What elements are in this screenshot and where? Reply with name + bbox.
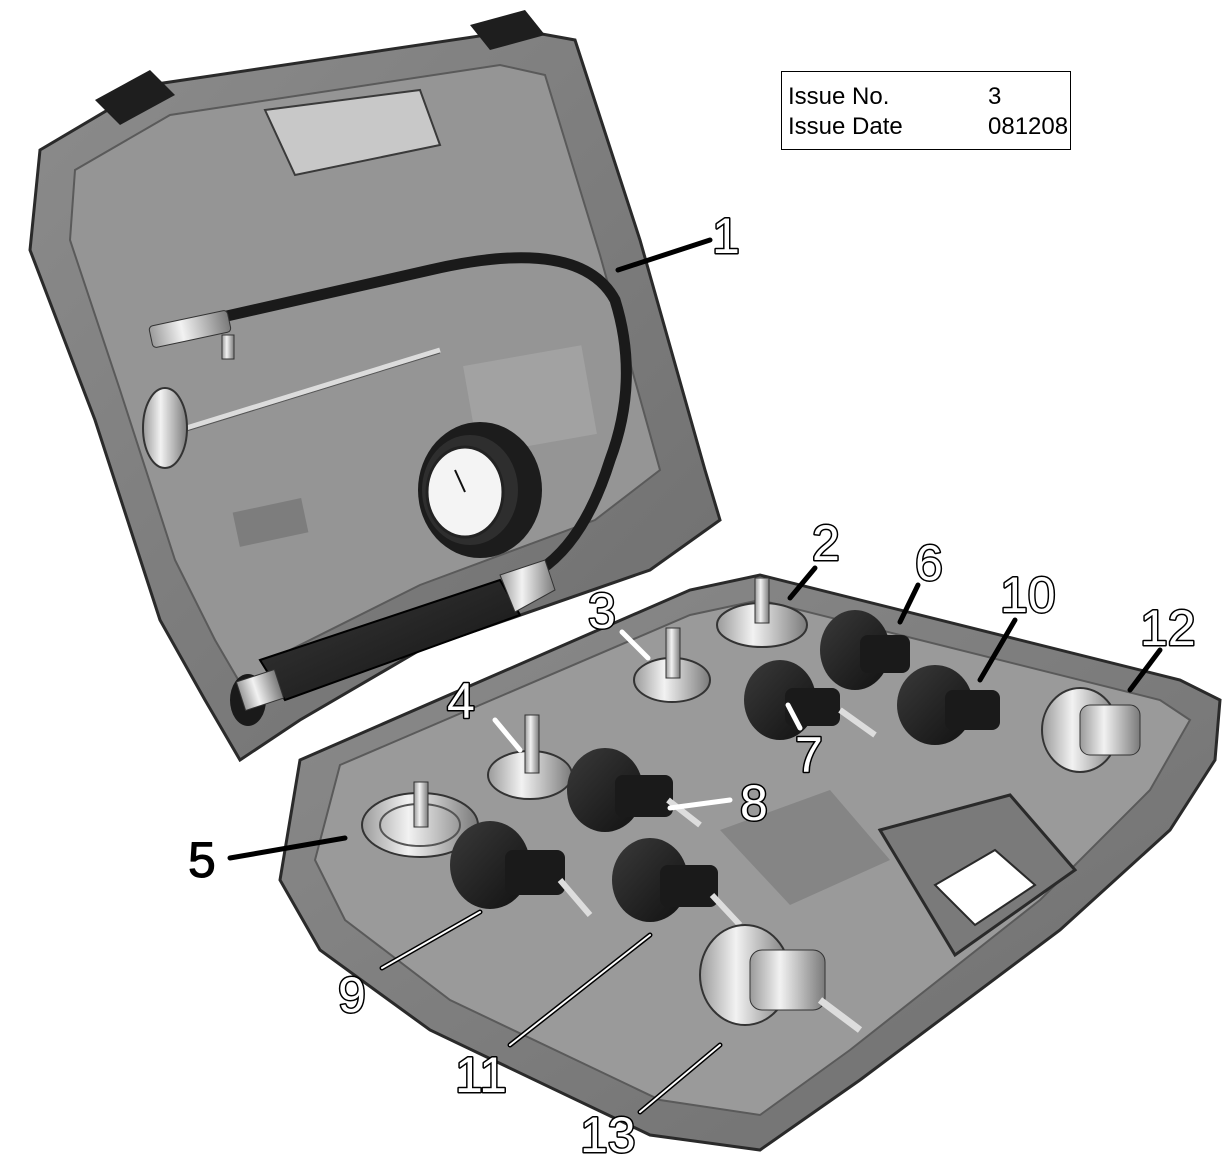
callout-numbers: 1 2 3 4 5 6 7 8 9 10 11 12 13 — [188, 207, 1198, 1158]
adapters — [361, 577, 1141, 1033]
issue-number-value: 3 — [988, 83, 1002, 110]
issue-number-label: Issue No. — [788, 83, 890, 110]
callout-2: 2 — [812, 515, 840, 571]
callout-3: 3 — [588, 583, 616, 639]
case-lid — [28, 10, 722, 763]
callout-5: 5 — [188, 832, 216, 888]
callout-12: 12 — [1140, 600, 1196, 656]
callout-7: 7 — [795, 727, 823, 783]
callout-11: 11 — [455, 1047, 507, 1103]
callout-1: 1 — [712, 208, 740, 264]
callout-13: 13 — [580, 1107, 636, 1158]
callout-9: 9 — [338, 967, 366, 1023]
issue-date-label: Issue Date — [788, 113, 903, 140]
callout-4: 4 — [447, 673, 475, 729]
callout-10: 10 — [1000, 567, 1056, 623]
case-base — [278, 573, 1222, 1152]
issue-info-box: Issue No. 3 Issue Date 081208 — [781, 71, 1071, 150]
callout-6: 6 — [915, 535, 943, 591]
issue-date-value: 081208 — [988, 113, 1069, 140]
leader-lines — [227, 237, 1163, 1115]
callout-8: 8 — [740, 775, 768, 831]
